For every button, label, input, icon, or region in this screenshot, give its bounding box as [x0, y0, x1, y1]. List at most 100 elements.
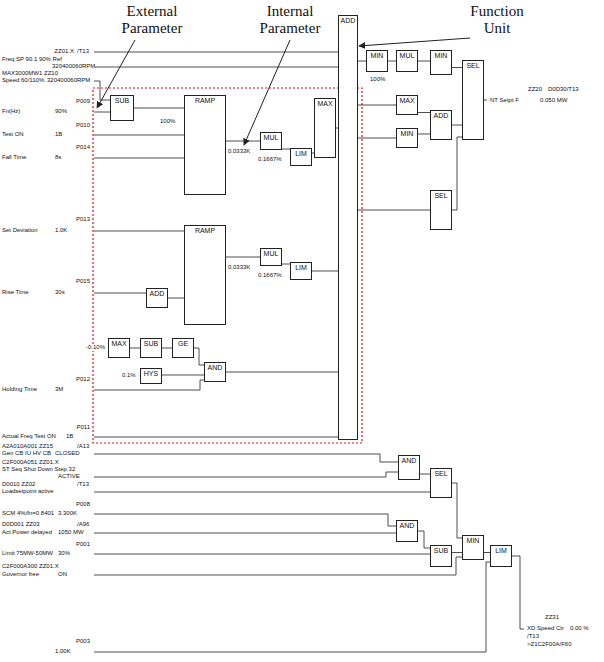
function-block: SEL [430, 190, 452, 230]
signal-tag: P001 [76, 541, 90, 548]
signal-tag: P009 [76, 98, 90, 105]
block-type: AND [397, 521, 417, 530]
signal-wire [358, 138, 396, 139]
function-block: SEL [462, 60, 484, 140]
signal-wire [94, 562, 490, 652]
signal-wire [226, 372, 338, 373]
parameter-value: -0.10% [86, 344, 105, 351]
block-type: AND [205, 363, 225, 372]
signal-wire [130, 348, 140, 349]
block-type: SEL [431, 469, 451, 478]
signal-wire [452, 137, 462, 210]
signal-text: ZZ31 [545, 614, 559, 621]
signal-text: /T13 [77, 481, 89, 488]
signal-wire [94, 454, 398, 462]
signal-wire [418, 61, 430, 62]
signal-wire [94, 472, 398, 477]
signal-text: 320400060RPM [47, 77, 90, 84]
block-type: LIM [291, 263, 311, 272]
block-type: MIN [367, 51, 387, 60]
signal-text: XD Speed Ctr [527, 625, 564, 632]
signal-tag: P012 [76, 376, 90, 383]
block-type: RAMP [185, 96, 225, 105]
signal-wire [94, 112, 110, 113]
block-type: SEL [431, 191, 451, 200]
parameter-value: 0.1667% [258, 156, 282, 163]
signal-wire [282, 149, 290, 150]
signal-wire [168, 298, 184, 299]
function-block: MAX [314, 98, 336, 158]
signal-text: Set Deviation [2, 227, 38, 234]
signal-text: ST Seq Shut Down Step 32 [2, 466, 75, 473]
signal-text: 1.00K [55, 648, 71, 655]
signal-text: 1B [55, 131, 62, 138]
signal-wire [388, 61, 396, 62]
signal-text: Loadsetpoint active [2, 488, 54, 495]
block-type: GE [173, 339, 193, 348]
signal-text: ACTIVE [58, 473, 80, 480]
parameter-value: 0.1% [122, 372, 136, 379]
parameter-value: 0.0333K [228, 264, 250, 271]
signal-wire [312, 271, 338, 272]
signal-wire [226, 257, 260, 258]
block-type: ADD [147, 289, 167, 298]
signal-text: 1050 MW [58, 529, 84, 536]
signal-text: 3M [55, 386, 63, 393]
signal-wire [94, 135, 184, 136]
signal-text: 0.050 MW [540, 97, 567, 104]
function-block: AND [398, 455, 420, 480]
function-block: RAMP [184, 225, 226, 325]
signal-wire [194, 348, 204, 365]
signal-tag: P011 [76, 424, 90, 431]
signal-wire [94, 557, 462, 575]
signal-wire [94, 437, 338, 438]
signal-text: Holding Time [2, 386, 37, 393]
signal-text: 320400060RPM [52, 63, 95, 70]
signal-text: Governor free [2, 571, 39, 578]
leader-line [244, 40, 290, 145]
function-block: MUL [260, 132, 282, 150]
signal-wire [358, 61, 366, 62]
signal-text: Gen CB IU HV CB [2, 450, 51, 457]
callout-text: Internal Parameter [245, 3, 335, 37]
signal-wire [452, 125, 462, 126]
function-block: AND [396, 520, 418, 542]
signal-text: D0010 ZZ02 [2, 481, 35, 488]
block-type: MAX [397, 96, 417, 105]
function-block: AND [204, 362, 226, 382]
signal-text: Actual Freq Test ON [2, 433, 56, 440]
signal-wire [94, 67, 338, 68]
signal-wire [418, 134, 430, 135]
function-block: LIM [290, 148, 312, 166]
block-type: MUL [261, 133, 281, 142]
block-type: SEL [463, 61, 483, 70]
function-block: ADD [430, 110, 452, 140]
signal-wire [162, 375, 204, 376]
callout-text: Function Unit [462, 3, 532, 37]
function-block: MAX [108, 338, 130, 358]
signal-text: NT Setpt F [490, 97, 519, 104]
signal-wire [452, 67, 462, 68]
block-type: SUB [431, 546, 451, 555]
block-type: MAX [109, 339, 129, 348]
signal-wire [282, 264, 290, 265]
block-type: HYS [141, 369, 161, 378]
signal-wire [94, 81, 110, 100]
function-block: SUB [140, 338, 162, 358]
signal-text: /A13 [77, 443, 89, 450]
signal-text: Act Power delayed [2, 529, 52, 536]
block-type: SUB [141, 339, 161, 348]
signal-tag: P015 [76, 278, 90, 285]
signal-text: 30s [55, 289, 65, 296]
signal-wire [420, 474, 430, 475]
signal-tag: P014 [76, 144, 90, 151]
signal-text: Freq SP 90.1 90% Ref [2, 56, 62, 63]
signal-tag: P010 [76, 122, 90, 129]
signal-text: /T13 [77, 48, 89, 55]
function-block: SUB [110, 95, 134, 121]
function-block: MUL [260, 248, 282, 266]
signal-tag: ZZ01.X [54, 48, 74, 55]
function-block: MIN [462, 535, 484, 560]
function-block: MUL [396, 50, 418, 72]
